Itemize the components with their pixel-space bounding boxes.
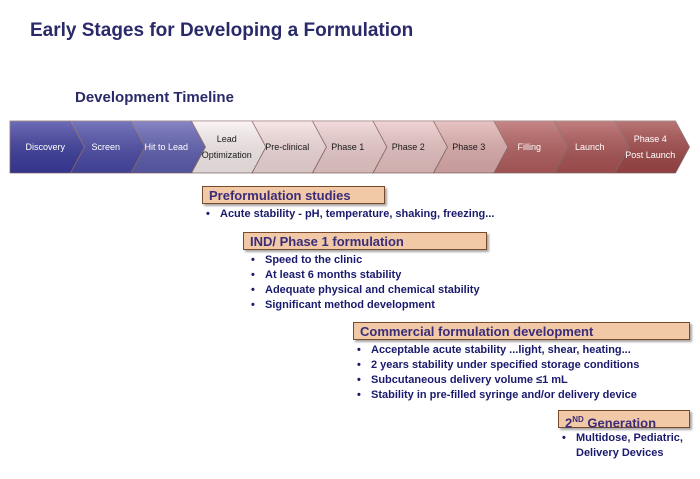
preformulation-bullets: Acute stability - pH, temperature, shaki… (206, 207, 494, 222)
timeline-stage: Filling (493, 120, 569, 174)
stage-shade (70, 121, 145, 173)
stage-shade (131, 121, 206, 173)
stage-shade (433, 121, 508, 173)
ind-phase1-heading: IND/ Phase 1 formulation (243, 232, 487, 250)
list-item: Acceptable acute stability ...light, she… (357, 343, 639, 358)
stage-label: Hit to Lead (144, 142, 188, 152)
stage-label: Phase 2 (392, 142, 425, 152)
ind-phase1-bullets: Speed to the clinic At least 6 months st… (251, 253, 480, 313)
stage-shade (373, 121, 448, 173)
timeline-stage: Pre-clinical (251, 120, 327, 174)
list-item: Subcutaneous delivery volume ≤1 mL (357, 373, 639, 388)
stage-label: Filling (517, 142, 541, 152)
preformulation-heading: Preformulation studies (202, 186, 385, 204)
stage-label: Phase 3 (452, 142, 485, 152)
stage-shade (252, 121, 327, 173)
list-item: Acute stability - pH, temperature, shaki… (206, 207, 494, 222)
stage-label: Optimization (202, 150, 252, 160)
timeline-stage: Hit to Lead (130, 120, 206, 174)
second-generation-bullets: Multidose, Pediatric, Delivery Devices (562, 431, 683, 461)
list-item: Stability in pre-filled syringe and/or d… (357, 388, 639, 403)
stage-label: Launch (575, 142, 605, 152)
commercial-bullets: Acceptable acute stability ...light, she… (357, 343, 639, 403)
timeline-stage: Phase 2 (372, 120, 448, 174)
timeline-subtitle: Development Timeline (75, 89, 234, 106)
stage-shade (10, 121, 85, 173)
commercial-heading: Commercial formulation development (353, 322, 690, 340)
list-item: At least 6 months stability (251, 268, 480, 283)
list-item: Delivery Devices (576, 447, 664, 459)
list-item: Significant method development (251, 298, 480, 313)
stage-shade (191, 121, 266, 173)
stage-label: Phase 1 (331, 142, 364, 152)
timeline-stage: Phase 4 Post Launch (614, 120, 690, 174)
timeline-stage: Screen (69, 120, 146, 174)
list-item: Adequate physical and chemical stability (251, 283, 480, 298)
stage-label: Phase 4 (634, 134, 667, 144)
list-item: Speed to the clinic (251, 253, 480, 268)
timeline-stage: Discovery (9, 120, 85, 174)
stage-label: Discovery (25, 142, 65, 152)
stage-shade (494, 121, 569, 173)
stage-label: Pre-clinical (265, 142, 309, 152)
second-generation-heading: 2ND Generation (558, 410, 690, 430)
list-item: Multidose, Pediatric, (562, 431, 683, 446)
stage-label: Post Launch (625, 150, 675, 160)
stage-shade (554, 121, 629, 173)
page-title: Early Stages for Developing a Formulatio… (30, 20, 414, 41)
stage-label: Screen (91, 142, 120, 152)
list-item: 2 years stability under specified storag… (357, 358, 639, 373)
stage-label: Lead (217, 134, 237, 144)
timeline-stage: Launch (553, 120, 630, 174)
stage-shade (615, 121, 690, 173)
stage-shade (312, 121, 387, 173)
